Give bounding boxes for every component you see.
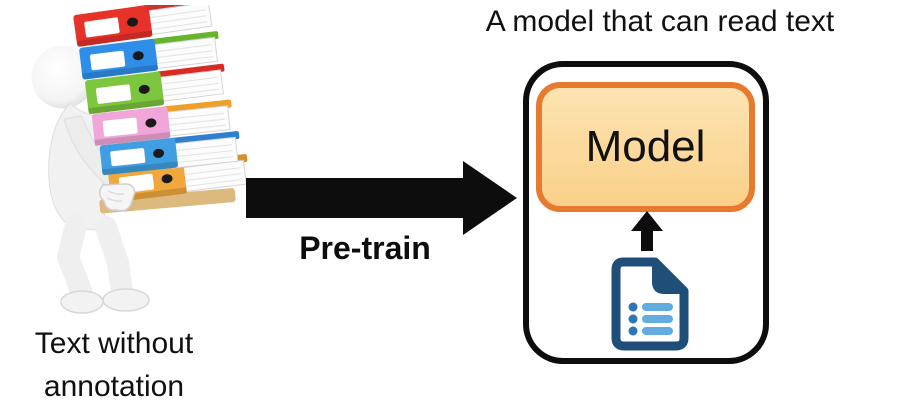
right-title: A model that can read text: [485, 5, 835, 38]
binder-stack: [73, 5, 248, 214]
binder-blue-1: [79, 31, 219, 80]
person-left-foot: [60, 290, 104, 314]
left-caption-line-1: Text without: [34, 327, 194, 360]
binder-red: [73, 5, 213, 48]
pretrain-arrow-icon: [246, 161, 517, 235]
binder-green: [85, 63, 225, 115]
person-figure: [31, 45, 150, 314]
person-carrying-binders-illustration: [31, 5, 248, 314]
model-label: Model: [585, 122, 706, 171]
document-icon: [611, 257, 689, 351]
left-caption: Text without annotation: [5, 322, 223, 408]
person-right-foot: [102, 288, 150, 312]
binder-blue-2: [99, 131, 240, 176]
binder-pink: [91, 99, 232, 146]
left-caption-line-2: annotation: [43, 370, 185, 403]
up-arrow-icon: [631, 211, 663, 251]
model-container-box: Model: [523, 61, 769, 364]
person-head: [31, 45, 95, 109]
binder-base-board: [99, 188, 236, 214]
person-left-leg: [57, 214, 93, 304]
pretrain-label: Pre-train: [299, 230, 431, 266]
model-box: Model: [536, 82, 755, 212]
person-right-leg: [95, 216, 133, 304]
person-hand: [99, 183, 136, 212]
